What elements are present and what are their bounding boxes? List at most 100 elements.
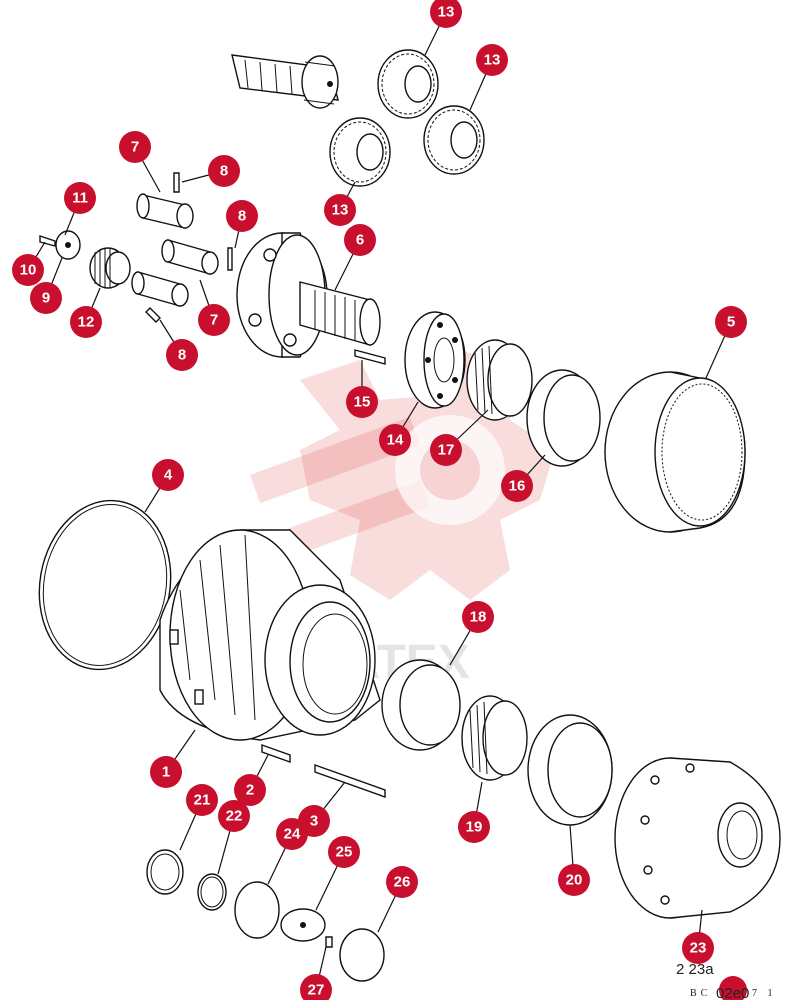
svg-text:17: 17 xyxy=(438,442,455,459)
callout-18: 18 xyxy=(462,601,494,633)
drawing-code-prefix: BC xyxy=(690,988,711,999)
callout-10: 10 xyxy=(12,254,44,286)
o-ring-small xyxy=(234,881,280,939)
retaining-ring xyxy=(339,928,385,982)
callout-13c: 13 xyxy=(324,194,356,226)
plug xyxy=(325,936,333,948)
svg-text:13: 13 xyxy=(332,202,349,219)
callout-25: 25 xyxy=(328,836,360,868)
callout-2: 2 xyxy=(234,774,266,806)
bearing-cup-low xyxy=(381,659,461,751)
svg-text:12: 12 xyxy=(78,314,95,331)
svg-text:23: 23 xyxy=(690,940,707,957)
svg-text:16: 16 xyxy=(509,478,526,495)
callout-17: 17 xyxy=(430,434,462,466)
svg-text:2: 2 xyxy=(246,782,254,799)
planet-gear-left xyxy=(329,117,391,187)
bolt-long xyxy=(314,764,386,798)
svg-text:7: 7 xyxy=(131,139,139,156)
svg-text:27: 27 xyxy=(308,982,325,999)
planet-pin-top xyxy=(136,193,194,229)
snap-ring-21 xyxy=(146,849,184,895)
input-shaft xyxy=(231,54,339,109)
svg-text:1: 1 xyxy=(162,764,170,781)
final-drive-housing xyxy=(159,529,381,741)
tapered-roller-bearing-top xyxy=(466,339,533,421)
callout-27: 27 xyxy=(300,974,332,1000)
roll-pin-1 xyxy=(173,172,180,193)
planet-carrier xyxy=(236,232,381,358)
planet-pin-mid xyxy=(161,239,219,275)
callout-6: 6 xyxy=(344,224,376,256)
retainer-plate xyxy=(404,311,466,409)
callout-15: 15 xyxy=(346,386,378,418)
svg-text:13: 13 xyxy=(484,52,501,69)
callout-16: 16 xyxy=(501,470,533,502)
callout-4: 4 xyxy=(152,459,184,491)
bolt-15 xyxy=(354,349,386,365)
svg-text:7: 7 xyxy=(210,312,218,329)
svg-text:19: 19 xyxy=(466,819,483,836)
seal xyxy=(527,714,613,826)
drawing-code-suffix: 7 1 xyxy=(752,988,777,999)
ring-gear xyxy=(604,371,746,533)
roll-pin-2 xyxy=(227,247,233,271)
svg-text:8: 8 xyxy=(238,208,246,225)
svg-text:9: 9 xyxy=(42,290,50,307)
callout-8b: 8 xyxy=(226,200,258,232)
callout-7b: 7 xyxy=(198,304,230,336)
svg-text:4: 4 xyxy=(164,467,173,484)
bolt-short xyxy=(261,744,291,763)
drawing-ref: 2 23a xyxy=(676,961,714,978)
wheel-hub xyxy=(614,757,781,919)
callout-13a: 13 xyxy=(430,0,462,28)
callout-22: 22 xyxy=(218,800,250,832)
callout-1: 1 xyxy=(150,756,182,788)
callout-24: 24 xyxy=(276,818,308,850)
svg-text:10: 10 xyxy=(20,262,37,279)
svg-text:13: 13 xyxy=(438,4,455,21)
callout-26: 26 xyxy=(386,866,418,898)
snap-ring-22 xyxy=(197,873,227,911)
roll-pin-3 xyxy=(145,307,161,323)
svg-text:15: 15 xyxy=(354,394,371,411)
callouts: 1 2 3 4 5 6 7 7 8 8 8 9 10 11 12 13 13 1… xyxy=(12,0,747,1000)
svg-text:14: 14 xyxy=(387,432,404,449)
needle-bearing xyxy=(89,247,131,289)
planet-gear-top xyxy=(377,49,439,119)
svg-text:26: 26 xyxy=(394,874,411,891)
callout-11: 11 xyxy=(64,182,96,214)
callout-21: 21 xyxy=(186,784,218,816)
callout-8a: 8 xyxy=(208,155,240,187)
planet-pin-low xyxy=(131,271,189,307)
svg-text:5: 5 xyxy=(727,314,735,331)
screw xyxy=(39,235,56,247)
callout-8c: 8 xyxy=(166,339,198,371)
bearing-cup-top xyxy=(526,369,601,467)
callout-13b: 13 xyxy=(476,44,508,76)
svg-text:8: 8 xyxy=(178,347,186,364)
svg-text:22: 22 xyxy=(226,808,243,825)
svg-text:3: 3 xyxy=(310,813,318,830)
callout-20: 20 xyxy=(558,864,590,896)
svg-text:20: 20 xyxy=(566,872,583,889)
callout-23: 23 xyxy=(682,932,714,964)
svg-text:21: 21 xyxy=(194,792,211,809)
o-ring-large xyxy=(38,499,172,671)
callout-5: 5 xyxy=(715,306,747,338)
svg-text:11: 11 xyxy=(72,190,88,207)
callout-14: 14 xyxy=(379,424,411,456)
callout-19: 19 xyxy=(458,811,490,843)
callout-9: 9 xyxy=(30,282,62,314)
callout-12: 12 xyxy=(70,306,102,338)
callout-7a: 7 xyxy=(119,131,151,163)
drawing-code: 02e0 xyxy=(716,985,749,1000)
svg-text:18: 18 xyxy=(470,609,487,626)
svg-text:24: 24 xyxy=(284,826,301,843)
tapered-roller-bearing-low xyxy=(461,695,528,781)
svg-text:8: 8 xyxy=(220,163,228,180)
planet-gear-right xyxy=(423,105,485,175)
svg-text:6: 6 xyxy=(356,232,364,249)
svg-text:25: 25 xyxy=(336,844,353,861)
